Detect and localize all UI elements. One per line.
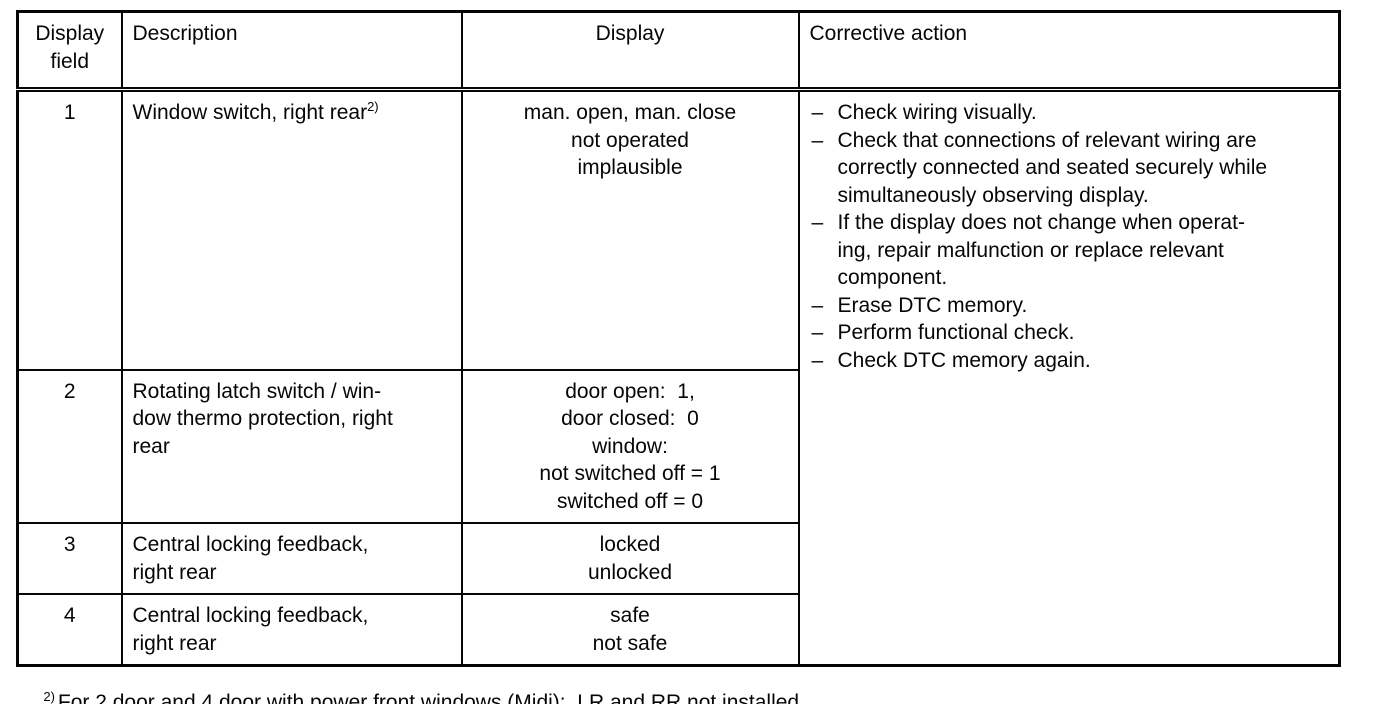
table-row-3: 3 Central locking feedback, right rear l…	[16, 522, 1340, 595]
dash-bullet: –	[811, 101, 824, 124]
table-row-2: 2 Rotating latch switch / win- dow therm…	[16, 368, 1340, 524]
corrective-action-text: Erase DTC memory.	[837, 293, 1028, 317]
cell-field-4: 4	[16, 593, 123, 667]
dash-bullet: –	[811, 348, 824, 372]
corrective-action-text: If the display does not change when oper…	[837, 211, 1245, 289]
corrective-action-item: – If the display does not change when op…	[810, 209, 1329, 292]
footnote-marker: 2)	[43, 688, 55, 704]
table-header-row: Display field Description Display Correc…	[16, 10, 1341, 92]
cell-display-1: man. open, man. close not operated impla…	[460, 88, 800, 371]
corrective-action-item: – Check DTC memory again.	[810, 347, 1329, 375]
cell-display-2: door open: 1, door closed: 0 window: not…	[460, 368, 800, 524]
footnote: 2)For 2 door and 4 door with power front…	[20, 661, 799, 704]
corrective-action-text: Check that connections of relevant wirin…	[837, 128, 1273, 207]
corrective-action-item: – Perform functional check.	[810, 319, 1329, 347]
corrective-action-item: – Erase DTC memory.	[810, 292, 1329, 320]
footnote-reference: 2)	[367, 99, 379, 114]
table-row-1: 1 Window switch, right rear2) man. open,…	[16, 88, 1341, 667]
header-corrective-action: Corrective action	[797, 10, 1341, 92]
cell-description-2: Rotating latch switch / win- dow thermo …	[120, 368, 463, 524]
table-row-4: 4 Central locking feedback, right rear s…	[16, 593, 1340, 667]
header-description: Description	[120, 10, 463, 92]
dash-bullet: –	[811, 128, 824, 152]
cell-display-4: safe not safe	[460, 593, 800, 667]
corrective-action-text: Check wiring visually.	[837, 101, 1037, 124]
cell-corrective-action: – Check wiring visually. – Check that co…	[797, 88, 1341, 667]
diagnostic-table: Display field Description Display Correc…	[16, 10, 1341, 667]
cell-field-2: 2	[16, 368, 123, 524]
corrective-action-item: – Check wiring visually.	[810, 99, 1329, 127]
cell-display-3: locked unlocked	[460, 522, 800, 595]
dash-bullet: –	[811, 293, 824, 317]
dash-bullet: –	[811, 321, 824, 344]
cell-description-3: Central locking feedback, right rear	[120, 522, 463, 595]
corrective-action-item: – Check that connections of relevant wir…	[810, 127, 1329, 210]
header-display-field: Display field	[16, 10, 123, 92]
description-text: Window switch, right rear	[132, 101, 368, 124]
corrective-action-text: Check DTC memory again.	[837, 348, 1091, 372]
footnote-text: For 2 door and 4 door with power front w…	[57, 690, 800, 704]
cell-description-1: Window switch, right rear2)	[120, 88, 463, 371]
cell-field-3: 3	[16, 522, 123, 595]
cell-description-4: Central locking feedback, right rear	[120, 593, 463, 667]
header-display: Display	[460, 10, 800, 92]
dash-bullet: –	[811, 211, 824, 234]
corrective-action-text: Perform functional check.	[837, 321, 1075, 344]
cell-field-1: 1	[16, 88, 123, 371]
